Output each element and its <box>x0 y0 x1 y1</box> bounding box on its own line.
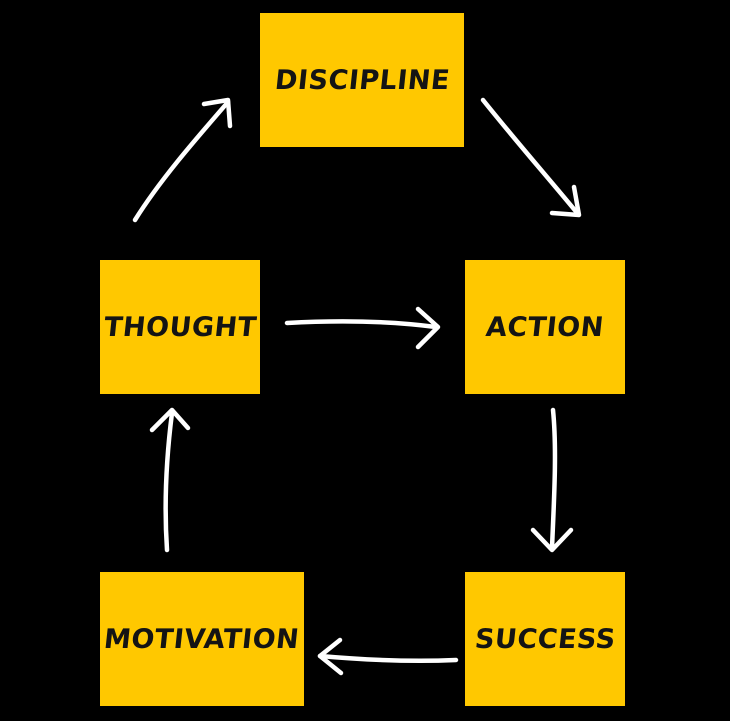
arrow-success-to-motivation-shaft <box>317 653 459 664</box>
arrow-action-to-success <box>530 407 574 553</box>
arrow-success-to-motivation-head <box>317 637 344 676</box>
arrow-thought-to-action-shaft <box>284 319 439 330</box>
arrow-discipline-to-action-head <box>549 184 582 218</box>
arrow-motivation-to-thought <box>149 407 191 553</box>
node-motivation: MOTIVATION <box>100 572 304 706</box>
node-action: ACTION <box>465 260 625 394</box>
arrow-thought-to-action <box>284 306 441 350</box>
arrow-discipline-to-action-shaft <box>480 97 581 217</box>
arrow-action-to-success-shaft <box>549 407 558 551</box>
arrow-action-to-success-head <box>530 527 574 553</box>
arrow-thought-to-discipline-head <box>201 97 233 129</box>
arrow-thought-to-discipline <box>132 97 233 223</box>
arrow-motivation-to-thought-head <box>149 407 191 433</box>
arrow-success-to-motivation <box>317 637 459 676</box>
arrow-thought-to-action-head <box>415 306 441 350</box>
arrow-thought-to-discipline-shaft <box>132 99 231 223</box>
node-success: SUCCESS <box>465 572 625 706</box>
node-thought: THOUGHT <box>100 260 260 394</box>
arrow-discipline-to-action <box>480 97 582 218</box>
arrow-motivation-to-thought-shaft <box>163 410 175 553</box>
node-discipline: DISCIPLINE <box>260 13 464 147</box>
